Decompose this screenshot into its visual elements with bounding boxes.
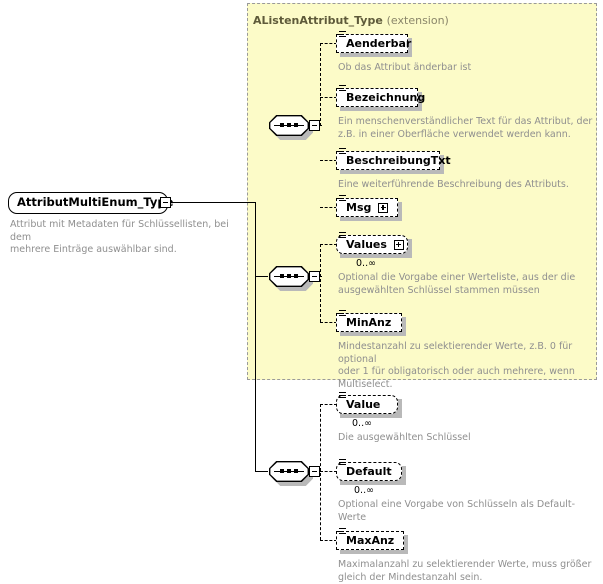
connector-seq2-stub bbox=[320, 276, 322, 277]
root-collapse-toggle[interactable] bbox=[160, 197, 171, 208]
element-default-occurrence: 0..∞ bbox=[354, 485, 374, 496]
sequence-3-collapse-toggle[interactable] bbox=[309, 466, 320, 477]
sequence-1-dot-1 bbox=[280, 122, 284, 127]
element-minanz-documentation: Mindestanzahl zu selektierender Werte, z… bbox=[338, 341, 575, 390]
element-icon bbox=[339, 195, 346, 203]
extension-kind-label: (extension) bbox=[386, 14, 449, 27]
sequence-1-dot-2 bbox=[287, 122, 291, 127]
element-icon bbox=[339, 310, 346, 318]
element-aenderbar[interactable]: Aenderbar bbox=[336, 31, 412, 53]
root-type-box[interactable]: AttributMultiEnum_Type bbox=[8, 192, 173, 214]
element-icon bbox=[339, 392, 346, 400]
element-icon bbox=[339, 528, 346, 536]
connector-seq2-riser bbox=[320, 244, 321, 322]
element-beschreibungtxt[interactable]: BeschreibungTxt bbox=[336, 148, 451, 170]
element-default-documentation: Optional eine Vorgabe von Schlüsseln als… bbox=[338, 499, 576, 523]
connector-to-minanz bbox=[320, 322, 337, 323]
element-msg-label: Msg bbox=[346, 201, 372, 214]
element-bezeichnung[interactable]: Bezeichnung bbox=[336, 85, 425, 107]
element-beschreibungtxt-label: BeschreibungTxt bbox=[346, 154, 451, 167]
element-bezeichnung-label: Bezeichnung bbox=[346, 91, 426, 104]
element-values-expand-icon[interactable] bbox=[393, 239, 404, 250]
element-value[interactable]: Value bbox=[336, 392, 398, 414]
sequence-2-collapse-toggle[interactable] bbox=[309, 271, 320, 282]
element-msg[interactable]: Msg bbox=[336, 195, 398, 217]
connector-trunk-to-seq3 bbox=[255, 471, 268, 473]
element-icon bbox=[339, 232, 346, 240]
element-value-occurrence: 0..∞ bbox=[352, 418, 372, 429]
connector-to-beschreibungtxt bbox=[320, 160, 337, 161]
element-msg-expand-icon[interactable] bbox=[378, 202, 389, 213]
extension-region-title: AListenAttribut_Type (extension) bbox=[253, 14, 449, 27]
connector-to-values bbox=[320, 244, 337, 245]
connector-trunk-to-seq2 bbox=[255, 276, 268, 278]
element-values-occurrence: 0..∞ bbox=[356, 258, 376, 269]
element-minanz[interactable]: MinAnz bbox=[336, 310, 402, 332]
connector-to-value bbox=[320, 404, 337, 405]
connector-to-msg bbox=[320, 207, 337, 208]
connector-seq1-stub bbox=[320, 125, 322, 126]
connector-seq3-riser bbox=[320, 404, 321, 540]
element-values[interactable]: Values bbox=[336, 232, 408, 254]
element-aenderbar-documentation: Ob das Attribut änderbar ist bbox=[338, 62, 472, 73]
extension-region bbox=[247, 3, 597, 380]
sequence-2-dot-2 bbox=[287, 273, 291, 278]
element-minanz-label: MinAnz bbox=[346, 316, 392, 329]
connector-to-aenderbar bbox=[320, 43, 337, 44]
sequence-2-dot-3 bbox=[294, 273, 298, 278]
connector-to-bezeichnung bbox=[320, 97, 337, 98]
element-default-label: Default bbox=[346, 465, 392, 478]
sequence-3-dot-3 bbox=[294, 468, 298, 473]
sequence-compositor-2[interactable] bbox=[269, 266, 309, 287]
sequence-compositor-1[interactable] bbox=[269, 115, 309, 136]
element-icon bbox=[339, 148, 346, 156]
element-maxanz[interactable]: MaxAnz bbox=[336, 528, 404, 550]
element-values-label: Values bbox=[346, 238, 387, 251]
connector-root-to-trunk bbox=[171, 202, 256, 204]
element-value-label: Value bbox=[346, 398, 381, 411]
root-type-documentation: Attribut mit Metadaten für Schlüssellist… bbox=[10, 219, 229, 255]
element-values-documentation: Optional die Vorgabe einer Werteliste, a… bbox=[338, 272, 576, 296]
element-beschreibungtxt-documentation: Eine weiterführende Beschreibung des Att… bbox=[338, 179, 569, 190]
element-bezeichnung-documentation: Ein menschenverständlicher Text für das … bbox=[338, 116, 593, 140]
root-type-label: AttributMultiEnum_Type bbox=[17, 195, 174, 210]
element-default[interactable]: Default bbox=[336, 459, 402, 481]
element-aenderbar-label: Aenderbar bbox=[346, 37, 412, 50]
element-icon bbox=[339, 459, 346, 467]
extension-base-label: AListenAttribut_Type bbox=[253, 14, 383, 27]
element-maxanz-documentation: Maximalanzahl zu selektierender Werte, m… bbox=[338, 559, 592, 583]
element-icon bbox=[339, 85, 346, 93]
connector-main-trunk bbox=[255, 202, 257, 472]
connector-to-maxanz bbox=[320, 540, 337, 541]
sequence-compositor-3[interactable] bbox=[269, 461, 309, 482]
element-value-documentation: Die ausgewählten Schlüssel bbox=[338, 432, 471, 443]
connector-to-default bbox=[320, 471, 337, 472]
element-icon bbox=[339, 31, 346, 39]
sequence-1-dot-3 bbox=[294, 122, 298, 127]
sequence-2-dot-1 bbox=[280, 273, 284, 278]
sequence-3-dot-2 bbox=[287, 468, 291, 473]
element-maxanz-label: MaxAnz bbox=[346, 534, 395, 547]
sequence-1-collapse-toggle[interactable] bbox=[309, 120, 320, 131]
sequence-3-dot-1 bbox=[280, 468, 284, 473]
connector-seq1-riser bbox=[320, 43, 321, 126]
